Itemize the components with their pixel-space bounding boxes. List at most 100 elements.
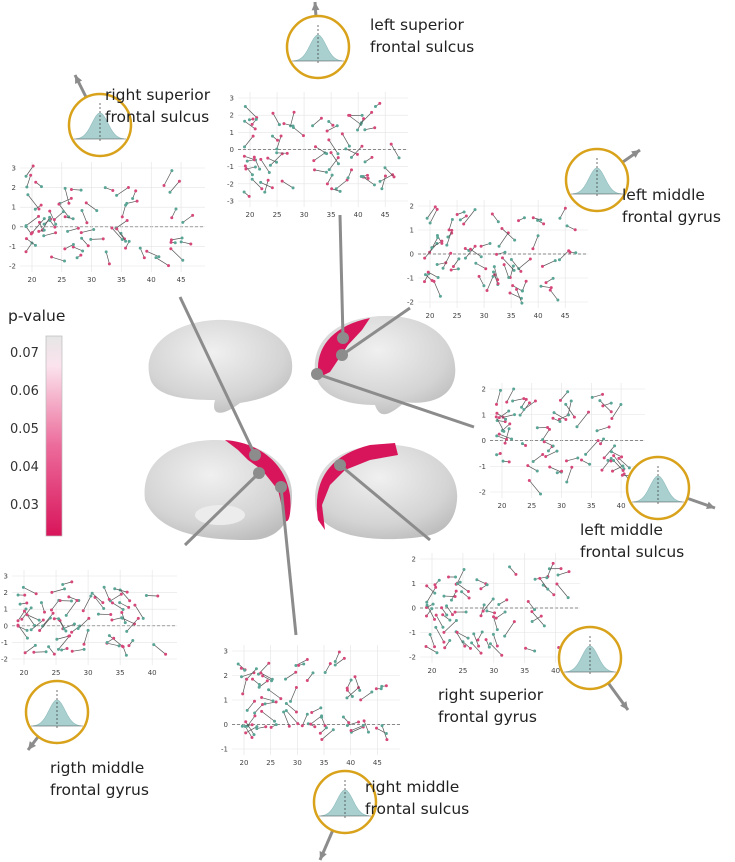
point	[141, 616, 145, 620]
y-tick-label: -3	[227, 198, 234, 206]
point	[121, 607, 125, 611]
arrow-head-icon	[28, 741, 37, 750]
region-label: frontal gyrus	[622, 208, 721, 226]
point	[271, 134, 275, 138]
point	[435, 207, 439, 211]
point	[70, 630, 74, 634]
y-tick-label: 1	[4, 606, 8, 614]
point	[576, 456, 580, 460]
point	[435, 263, 439, 267]
x-tick-label: 35	[587, 502, 596, 510]
point	[79, 253, 83, 257]
point	[41, 618, 45, 622]
point	[503, 634, 507, 638]
point	[64, 613, 68, 617]
point	[289, 699, 293, 703]
point	[253, 127, 257, 131]
point	[50, 255, 54, 259]
y-tick-label: 2	[4, 589, 8, 597]
point	[302, 662, 306, 666]
subject-segment	[433, 281, 441, 297]
point	[462, 222, 466, 226]
subject-segment	[493, 616, 498, 630]
subject-segment	[565, 404, 575, 418]
subject-segment	[549, 289, 559, 301]
point	[524, 443, 528, 447]
point	[177, 179, 181, 183]
point	[170, 216, 174, 220]
point	[609, 459, 613, 463]
point	[627, 466, 631, 470]
colorbar-tick: 0.05	[10, 422, 39, 437]
point	[555, 449, 559, 453]
point	[82, 642, 86, 646]
point	[120, 616, 124, 620]
point	[243, 119, 247, 123]
point	[349, 168, 353, 172]
subject-segment	[463, 209, 476, 225]
point	[260, 187, 264, 191]
point	[273, 719, 277, 723]
subject-segment	[139, 248, 145, 258]
point	[443, 646, 447, 650]
x-tick-label: 25	[52, 669, 61, 677]
point	[318, 731, 322, 735]
subject-segment	[17, 624, 28, 639]
subject-segment	[153, 644, 166, 655]
point	[25, 601, 29, 605]
x-tick-label: 30	[557, 502, 566, 510]
subject-segment	[522, 281, 527, 291]
point	[546, 587, 550, 591]
subject-segment	[504, 621, 515, 637]
point	[479, 255, 483, 259]
subject-segment	[26, 238, 36, 246]
point	[24, 237, 28, 241]
point	[567, 570, 571, 574]
point	[115, 227, 119, 231]
point	[252, 733, 256, 737]
point	[551, 276, 555, 280]
point	[25, 636, 29, 640]
point	[541, 452, 545, 456]
subject-segment	[527, 601, 535, 610]
region-label: frontal sulcus	[365, 800, 469, 818]
subject-segment	[509, 566, 517, 575]
point	[37, 618, 41, 622]
point	[48, 616, 52, 620]
point	[291, 124, 295, 128]
point	[485, 609, 489, 613]
point	[526, 600, 530, 604]
point	[334, 187, 338, 191]
subject-segment	[73, 246, 83, 252]
subject-segment	[121, 205, 126, 217]
subject-segment	[495, 416, 505, 432]
subject-segment	[24, 645, 36, 654]
point	[535, 469, 539, 473]
point	[31, 164, 35, 168]
x-tick-label: 35	[327, 211, 336, 219]
point	[434, 625, 438, 629]
point	[42, 222, 46, 226]
y-tick-label: 1	[482, 411, 486, 419]
subject-segment	[503, 264, 510, 278]
subject-segment	[347, 721, 359, 726]
point	[24, 607, 28, 611]
subject-segment	[51, 600, 60, 611]
point	[434, 613, 438, 617]
colorbar-title: p-value	[8, 307, 65, 325]
point	[263, 702, 267, 706]
point	[274, 700, 278, 704]
y-tick-label: -2	[479, 489, 486, 497]
point	[346, 176, 350, 180]
point	[79, 188, 83, 192]
point	[609, 410, 613, 414]
point	[461, 640, 465, 644]
point	[243, 105, 247, 109]
point	[564, 402, 568, 406]
point	[113, 587, 117, 591]
point	[338, 189, 342, 193]
region-label: right middle	[365, 778, 459, 796]
point	[257, 682, 261, 686]
point	[556, 298, 560, 302]
